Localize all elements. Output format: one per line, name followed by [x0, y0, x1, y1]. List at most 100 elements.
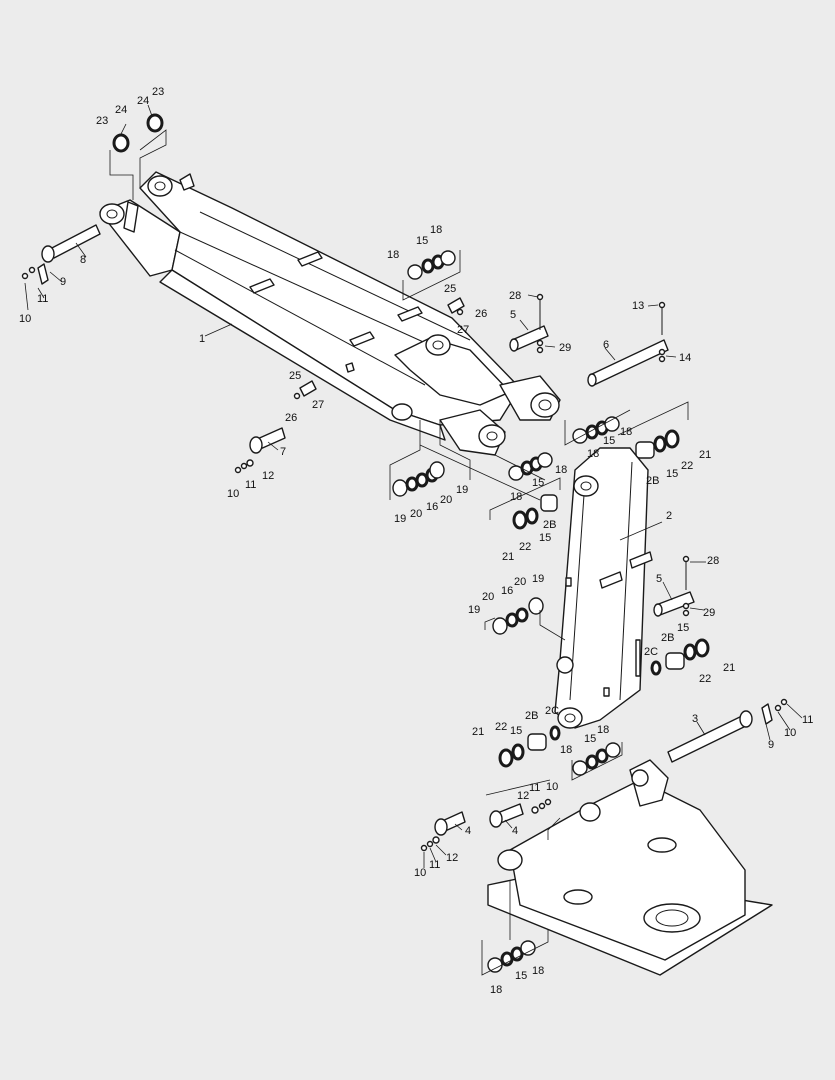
- label-18-g: 18: [560, 744, 572, 756]
- label-27-a: 27: [457, 324, 469, 336]
- label-16-b: 16: [501, 585, 513, 597]
- label-19-a: 19: [456, 484, 468, 496]
- label-18-j: 18: [490, 984, 502, 996]
- label-20-a: 20: [440, 494, 452, 506]
- leader-lines: [24, 104, 803, 976]
- label-9-b: 9: [768, 739, 774, 751]
- label-28-a: 28: [509, 290, 521, 302]
- label-19-b: 19: [394, 513, 406, 525]
- label-29-a: 29: [559, 342, 571, 354]
- label-7: 7: [280, 446, 286, 458]
- label-10-a: 10: [19, 313, 31, 325]
- label-8: 8: [80, 254, 86, 266]
- pin-7: [249, 427, 286, 454]
- label-18-f: 18: [510, 491, 522, 503]
- pin-6: [587, 339, 669, 387]
- label-27-b: 27: [312, 399, 324, 411]
- label-23-a: 23: [96, 115, 108, 127]
- label-24-a: 24: [115, 104, 127, 116]
- base-mount-frame: [487, 759, 773, 976]
- label-2b-c: 2B: [661, 632, 674, 644]
- label-18-i: 18: [532, 965, 544, 977]
- label-22-a: 22: [681, 460, 693, 472]
- label-2b-b: 2B: [543, 519, 556, 531]
- label-2c-b: 2C: [545, 705, 559, 717]
- label-22-b: 22: [519, 541, 531, 553]
- label-11-d: 11: [529, 782, 540, 794]
- label-10-d: 10: [546, 781, 558, 793]
- label-15-a: 15: [416, 235, 428, 247]
- label-14: 14: [679, 352, 691, 364]
- label-12-a: 12: [262, 470, 274, 482]
- label-15-e: 15: [539, 532, 551, 544]
- label-22-c: 22: [699, 673, 711, 685]
- label-12-c: 12: [446, 852, 458, 864]
- label-11-a: 11: [37, 293, 48, 305]
- label-4-a: 4: [465, 825, 471, 837]
- label-18-b: 18: [430, 224, 442, 236]
- label-4-b: 4: [512, 825, 518, 837]
- label-5-a: 5: [510, 309, 516, 321]
- label-2b-d: 2B: [525, 710, 538, 722]
- label-21-a: 21: [699, 449, 711, 461]
- label-15-b: 15: [603, 435, 615, 447]
- label-15-c: 15: [532, 477, 544, 489]
- label-20-c: 20: [514, 576, 526, 588]
- label-11-c: 11: [802, 714, 813, 726]
- pin-5-lower: [653, 591, 695, 617]
- label-21-b: 21: [502, 551, 514, 563]
- label-15-g: 15: [510, 725, 522, 737]
- label-10-b: 10: [227, 488, 239, 500]
- small-hardware: [21, 263, 788, 852]
- label-24-b: 24: [137, 95, 149, 107]
- label-21-d: 21: [472, 726, 484, 738]
- label-10-c: 10: [784, 727, 796, 739]
- label-18-e: 18: [555, 464, 567, 476]
- boom-arm: [99, 171, 561, 456]
- label-2b-a: 2B: [646, 475, 659, 487]
- label-15-f: 15: [677, 622, 689, 634]
- label-10-e: 10: [414, 867, 426, 879]
- pin-8: [41, 224, 101, 263]
- label-26-a: 26: [475, 308, 487, 320]
- label-22-d: 22: [495, 721, 507, 733]
- label-20-b: 20: [410, 508, 422, 520]
- label-13: 13: [632, 300, 644, 312]
- label-11-e: 11: [429, 859, 440, 871]
- label-3: 3: [692, 713, 698, 725]
- washer-stacks: [112, 113, 710, 973]
- label-5-b: 5: [656, 573, 662, 585]
- label-15-i: 15: [515, 970, 527, 982]
- callout-labels: 1 2 2B 2B 2B 2B 2C 2C 3 4 4 5 5 6 7 8 9 …: [19, 86, 813, 996]
- pin-5-upper: [509, 325, 549, 352]
- label-19-c: 19: [532, 573, 544, 585]
- label-25-a: 25: [444, 283, 456, 295]
- label-9-a: 9: [60, 276, 66, 288]
- label-25-b: 25: [289, 370, 301, 382]
- pin-3: [667, 710, 753, 763]
- label-15-h: 15: [584, 733, 596, 745]
- label-1: 1: [199, 333, 205, 345]
- label-18-c: 18: [620, 426, 632, 438]
- label-12-b: 12: [517, 790, 529, 802]
- label-20-d: 20: [482, 591, 494, 603]
- label-16-a: 16: [426, 501, 438, 513]
- bushings: [527, 441, 685, 751]
- label-18-h: 18: [597, 724, 609, 736]
- label-28-b: 28: [707, 555, 719, 567]
- pin-4-right: [489, 803, 524, 828]
- label-11-b: 11: [245, 479, 256, 491]
- label-2: 2: [666, 510, 672, 522]
- label-15-d: 15: [666, 468, 678, 480]
- label-6: 6: [603, 339, 609, 351]
- label-2c-a: 2C: [644, 646, 658, 658]
- label-23-b: 23: [152, 86, 164, 98]
- label-19-d: 19: [468, 604, 480, 616]
- label-21-c: 21: [723, 662, 735, 674]
- label-29-b: 29: [703, 607, 715, 619]
- label-18-d: 18: [587, 448, 599, 460]
- dipper-arm: [554, 447, 653, 729]
- label-26-b: 26: [285, 412, 297, 424]
